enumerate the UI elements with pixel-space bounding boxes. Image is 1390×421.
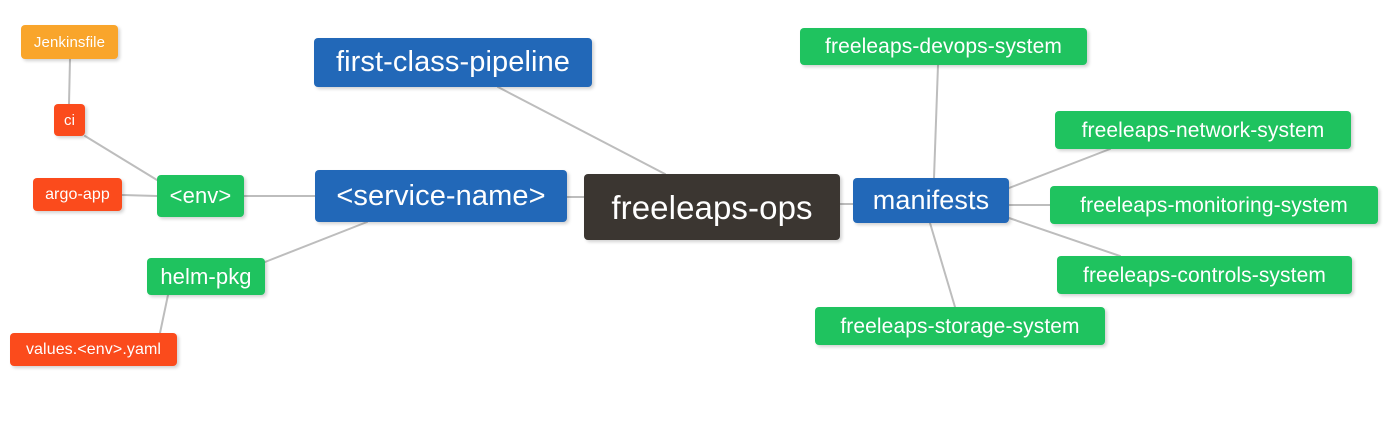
mindmap-node-label: freeleaps-controls-system	[1083, 263, 1326, 287]
mindmap-node-label: <service-name>	[336, 179, 546, 212]
mindmap-edge	[159, 294, 169, 334]
mindmap-node-label: values.<env>.yaml	[25, 340, 162, 358]
mindmap-node-label: freeleaps-monitoring-system	[1080, 193, 1348, 217]
mindmap-edge	[1008, 148, 1111, 189]
mindmap-node-label: <env>	[169, 183, 232, 208]
mindmap-node-freeleaps-ops[interactable]: freeleaps-ops	[584, 174, 840, 240]
mindmap-node-ci[interactable]: ci	[54, 104, 85, 136]
mindmap-node-service-name[interactable]: <service-name>	[315, 170, 567, 222]
mindmap-node-argo-app[interactable]: argo-app	[33, 178, 122, 211]
mindmap-node-label: first-class-pipeline	[335, 46, 571, 78]
mindmap-node-label: argo-app	[45, 185, 110, 203]
mindmap-edge	[933, 64, 939, 179]
mindmap-edge	[84, 135, 158, 181]
mindmap-node-label: helm-pkg	[160, 263, 252, 289]
mindmap-node-label: ci	[63, 111, 76, 129]
mindmap-node-freeleaps-network-system[interactable]: freeleaps-network-system	[1055, 111, 1351, 149]
mindmap-node-label: freeleaps-ops	[611, 188, 813, 226]
mindmap-node-freeleaps-controls-system[interactable]: freeleaps-controls-system	[1057, 256, 1352, 294]
mindmap-node-freeleaps-devops-system[interactable]: freeleaps-devops-system	[800, 28, 1087, 65]
mindmap-node-values-env-yaml[interactable]: values.<env>.yaml	[10, 333, 177, 366]
mindmap-node-label: manifests	[872, 185, 990, 215]
mindmap-node-jenkinsfile[interactable]: Jenkinsfile	[21, 25, 118, 59]
mindmap-node-first-class-pipeline[interactable]: first-class-pipeline	[314, 38, 592, 87]
mindmap-node-label: freeleaps-storage-system	[840, 314, 1080, 338]
mindmap-edge	[497, 86, 666, 175]
mindmap-node-freeleaps-monitoring-system[interactable]: freeleaps-monitoring-system	[1050, 186, 1378, 224]
mindmap-node-helm-pkg[interactable]: helm-pkg	[147, 258, 265, 295]
mindmap-edge	[929, 222, 956, 308]
mindmap-node-freeleaps-storage-system[interactable]: freeleaps-storage-system	[815, 307, 1105, 345]
mindmap-node-label: Jenkinsfile	[33, 33, 106, 51]
mindmap-node-label: freeleaps-network-system	[1081, 118, 1325, 142]
mindmap-edge	[121, 194, 158, 197]
mindmap-node-label: freeleaps-devops-system	[825, 35, 1062, 58]
mindmap-node-manifests[interactable]: manifests	[853, 178, 1009, 223]
mindmap-edge	[68, 58, 71, 105]
mindmap-edge	[264, 221, 368, 263]
mindmap-node-env[interactable]: <env>	[157, 175, 244, 217]
